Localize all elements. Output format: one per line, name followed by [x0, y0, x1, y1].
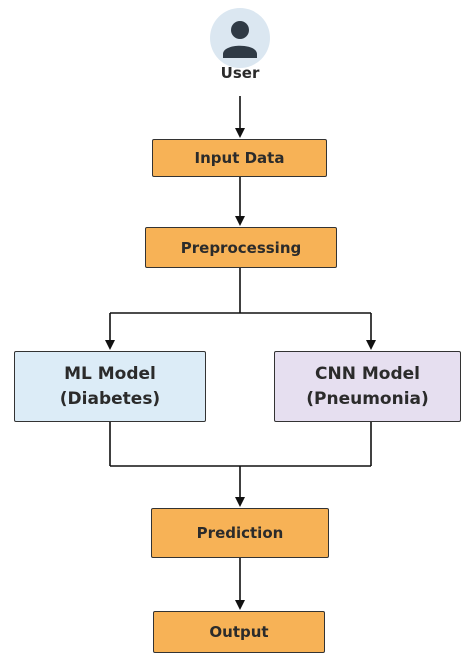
- user-label: User: [220, 64, 260, 82]
- input-data-box: Input Data: [152, 139, 327, 177]
- preprocessing-box: Preprocessing: [145, 227, 337, 268]
- ml-model-line2: (Diabetes): [59, 388, 161, 409]
- user-icon: [210, 8, 270, 68]
- ml-model-line1: ML Model: [64, 363, 156, 384]
- ml-model-box: ML Model (Diabetes): [14, 351, 206, 422]
- prediction-box: Prediction: [151, 508, 329, 558]
- input-data-label: Input Data: [194, 149, 285, 167]
- output-box: Output: [153, 611, 325, 653]
- preprocessing-label: Preprocessing: [180, 238, 302, 257]
- cnn-model-box: CNN Model (Pneumonia): [274, 351, 461, 422]
- cnn-model-line2: (Pneumonia): [306, 388, 429, 409]
- output-label: Output: [209, 623, 269, 641]
- cnn-model-line1: CNN Model: [315, 363, 420, 384]
- prediction-label: Prediction: [196, 524, 284, 542]
